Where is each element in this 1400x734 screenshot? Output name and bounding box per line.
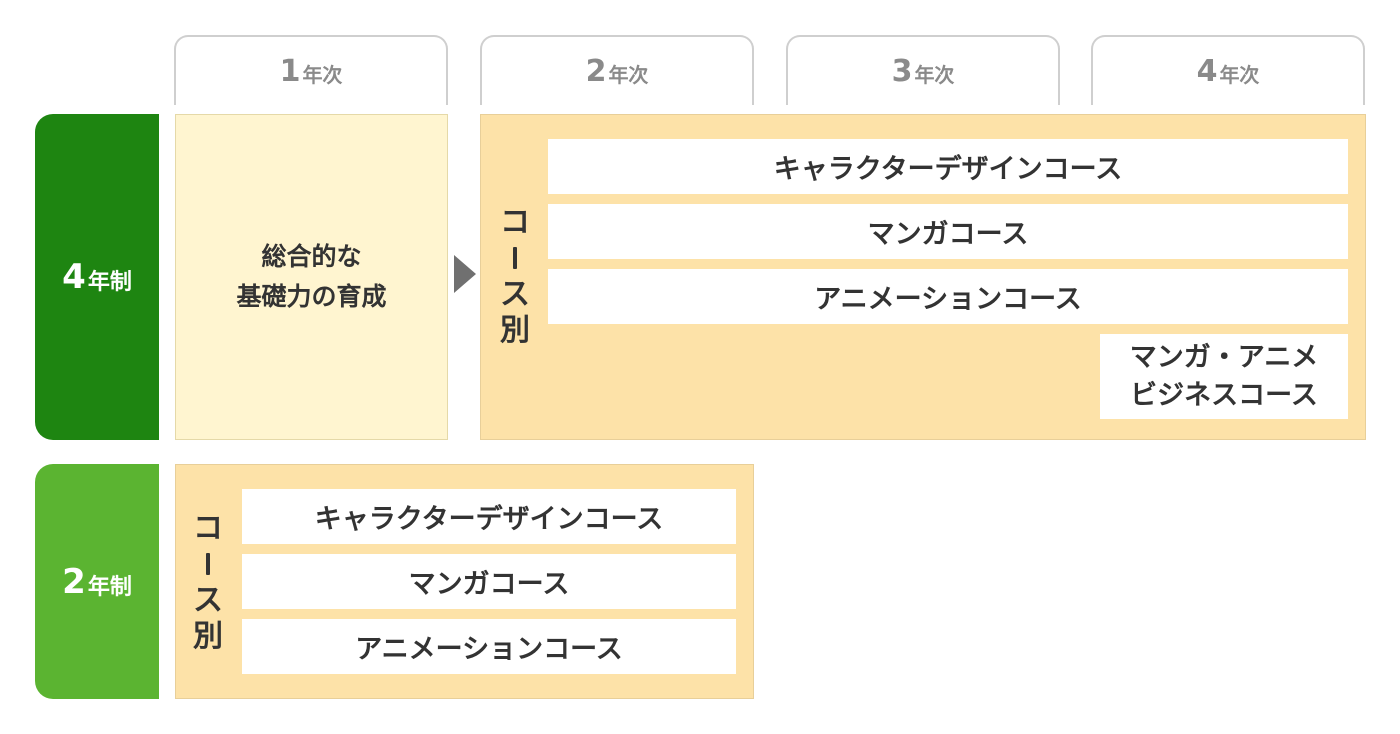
course-manga: マンガコース xyxy=(242,554,736,609)
two-year-course-block: コ ス 別 キャラクターデザインコース マンガコース アニメーションコース xyxy=(175,464,754,699)
year-tab-1: 1 年次 xyxy=(174,35,448,105)
foundation-line-1: 総合的な xyxy=(261,242,362,271)
year-number: 2 xyxy=(585,53,607,89)
course-character-design: キャラクターデザインコース xyxy=(548,139,1348,194)
year-unit: 年次 xyxy=(302,62,343,87)
year-unit: 年次 xyxy=(914,62,955,87)
four-year-course-block: コ ス 別 キャラクターデザインコース マンガコース アニメーションコース マン… xyxy=(480,114,1366,440)
business-course-line-2: ビジネスコース xyxy=(1130,379,1318,411)
year-tab-2: 2 年次 xyxy=(480,35,754,105)
program-years-number: 2 xyxy=(62,561,86,602)
vlabel-char-3: 別 xyxy=(500,313,530,348)
foundation-training-block: 総合的な 基礎力の育成 xyxy=(175,114,448,440)
vlabel-long-vowel-mark xyxy=(206,553,210,575)
vlabel-char-3: 別 xyxy=(193,619,223,654)
course-animation: アニメーションコース xyxy=(242,619,736,674)
year-number: 3 xyxy=(891,53,913,89)
vlabel-long-vowel-mark xyxy=(513,247,517,269)
four-year-program-label: 4 年制 xyxy=(35,114,159,440)
business-course-line-1: マンガ・アニメ xyxy=(1129,341,1319,373)
foundation-line-2: 基礎力の育成 xyxy=(236,282,387,311)
year-number: 4 xyxy=(1196,53,1218,89)
year-tab-4: 4 年次 xyxy=(1091,35,1365,105)
year-unit: 年次 xyxy=(608,62,649,87)
vlabel-char-2: ス xyxy=(500,277,530,312)
course-character-design: キャラクターデザインコース xyxy=(242,489,736,544)
program-years-unit: 年制 xyxy=(87,270,132,295)
program-years-unit: 年制 xyxy=(87,574,132,600)
arrow-right-icon xyxy=(454,255,476,293)
program-years-number: 4 xyxy=(62,257,86,297)
vlabel-char-2: ス xyxy=(193,583,223,618)
year-unit: 年次 xyxy=(1219,62,1260,87)
year-tab-3: 3 年次 xyxy=(786,35,1060,105)
course-specific-vertical-label: コ ス 別 xyxy=(497,205,533,349)
course-manga: マンガコース xyxy=(548,204,1348,259)
course-animation: アニメーションコース xyxy=(548,269,1348,324)
vlabel-char-1: コ xyxy=(193,511,223,546)
two-year-program-label: 2 年制 xyxy=(35,464,159,699)
course-manga-anime-business: マンガ・アニメ ビジネスコース xyxy=(1100,334,1348,419)
year-number: 1 xyxy=(279,53,301,89)
course-specific-vertical-label: コ ス 別 xyxy=(190,511,226,655)
vlabel-char-1: コ xyxy=(500,205,530,240)
